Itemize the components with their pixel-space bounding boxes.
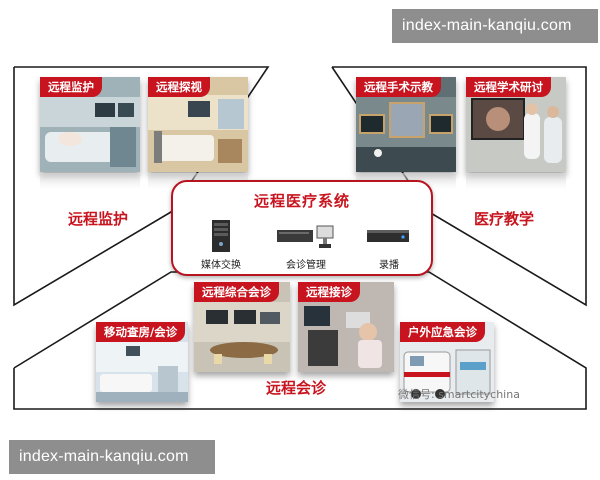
card-remote-visit[interactable]: 远程探视 [148, 77, 248, 172]
section-title-consultation: 远程会诊 [266, 379, 327, 397]
card-label: 远程监护 [40, 77, 102, 97]
device-recording: 录播 [359, 216, 419, 272]
card-label: 远程综合会诊 [194, 282, 279, 302]
card-label: 远程手术示教 [356, 77, 441, 97]
wechat-watermark: 微信号: smartcitychina [398, 388, 520, 401]
recording-server-icon [367, 230, 409, 242]
card-outdoor-emergency[interactable]: 户外应急会诊 [400, 322, 494, 402]
telemedicine-system-box: 远程医疗系统 媒体交换 会诊管理 录播 [171, 180, 433, 276]
media-switch-server-icon [212, 220, 230, 252]
card-label: 户外应急会诊 [400, 322, 485, 342]
section-title-monitoring: 远程监护 [68, 210, 129, 228]
card-remote-reception[interactable]: 远程接诊 [298, 282, 394, 372]
card-label: 远程探视 [148, 77, 210, 97]
card-academic-seminar[interactable]: 远程学术研讨 [466, 77, 566, 172]
device-conference-management: 会诊管理 [273, 216, 339, 272]
card-general-consultation[interactable]: 远程综合会诊 [194, 282, 290, 372]
card-remote-monitoring[interactable]: 远程监护 [40, 77, 140, 172]
conference-management-server-icon [277, 225, 334, 248]
device-media-switch: 媒体交换 [191, 216, 251, 272]
card-mobile-ward-round[interactable]: 移动查房/会诊 [96, 322, 188, 402]
ward-visit-photo [148, 77, 248, 172]
device-label: 媒体交换 [201, 260, 241, 271]
watermark-bottom: index-main-kanqiu.com [9, 440, 215, 474]
card-label: 远程接诊 [298, 282, 360, 302]
card-surgery-demo[interactable]: 远程手术示教 [356, 77, 456, 172]
card-label: 移动查房/会诊 [96, 322, 186, 342]
device-label: 会诊管理 [286, 260, 326, 271]
card-label: 远程学术研讨 [466, 77, 551, 97]
center-title: 远程医疗系统 [253, 192, 350, 210]
section-title-teaching: 医疗教学 [474, 210, 535, 228]
surgery-demo-photo [356, 77, 456, 172]
watermark-top: index-main-kanqiu.com [392, 9, 598, 43]
device-label: 录播 [379, 260, 399, 271]
